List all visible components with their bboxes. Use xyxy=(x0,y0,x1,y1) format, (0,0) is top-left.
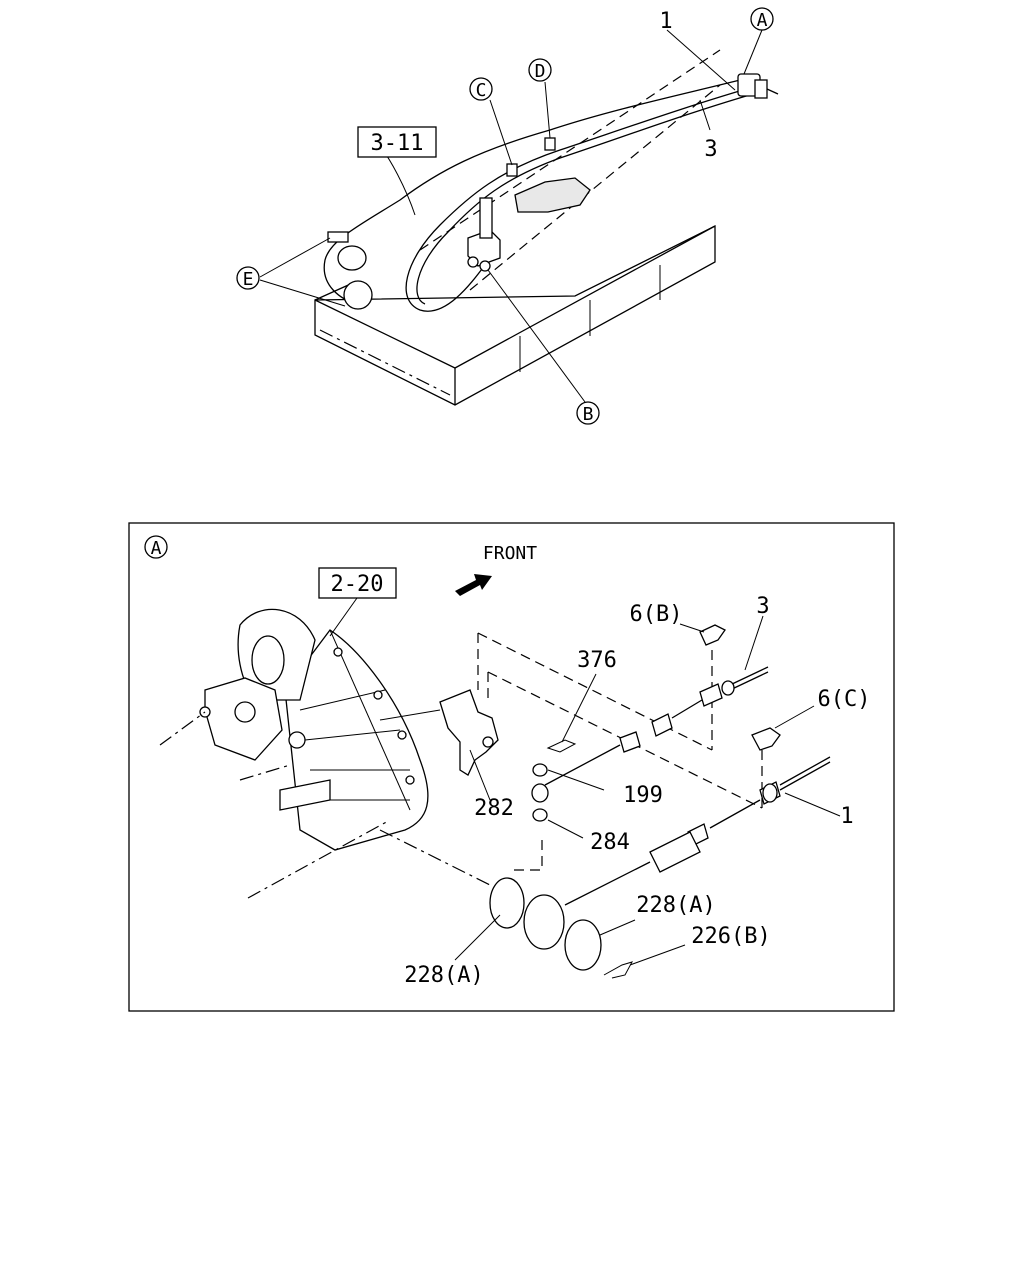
part-label-3: 3 xyxy=(756,594,769,619)
callout-d: D xyxy=(528,58,552,82)
front-label: FRONT xyxy=(483,543,537,564)
bushing-199 xyxy=(531,783,549,803)
part-label-6b: 6(B) xyxy=(630,602,683,627)
part-label-1: 1 xyxy=(840,804,853,829)
part-label-284: 284 xyxy=(590,830,630,855)
section-callout-label: A xyxy=(151,538,162,559)
callout-a-top: A xyxy=(750,7,774,31)
section-callout-a: A xyxy=(144,535,168,559)
part-label-1-top: 1 xyxy=(659,9,672,34)
cushion-center xyxy=(523,894,565,950)
part-label-282: 282 xyxy=(474,796,514,821)
callout-c: C xyxy=(469,77,493,101)
frame-rail xyxy=(314,49,721,406)
leader-lines-detail xyxy=(454,615,841,966)
part-label-376: 376 xyxy=(577,648,617,673)
cushion-228a-left xyxy=(489,877,525,929)
clip-c xyxy=(506,163,518,177)
bracket-b xyxy=(467,177,591,272)
part-label-228a-left: 228(A) xyxy=(404,963,483,988)
ref-box-2-20: 2-20 xyxy=(318,567,397,637)
ref-box-label: 3-11 xyxy=(371,131,424,156)
callout-a-label: A xyxy=(757,10,768,31)
cable-3 xyxy=(544,666,769,786)
clip-6c xyxy=(751,727,781,751)
leader-lines-top xyxy=(259,29,763,403)
pin-226b xyxy=(603,961,634,979)
front-arrow-icon xyxy=(455,574,492,596)
callout-b-label: B xyxy=(583,404,594,425)
part-labels-detail: 6(B) 3 376 6(C) 199 1 282 284 228(A) 226… xyxy=(404,594,870,988)
part-label-228a-right: 228(A) xyxy=(636,893,715,918)
rubber-cushions xyxy=(489,877,602,971)
clip-d xyxy=(544,137,556,151)
pin-376 xyxy=(546,739,577,753)
callout-e-label: E xyxy=(243,269,254,290)
part-label-6c: 6(C) xyxy=(818,687,871,712)
washer-199-a xyxy=(532,763,548,777)
callout-e: E xyxy=(236,266,260,290)
ref-box-3-11: 3-11 xyxy=(357,126,437,158)
bracket-e xyxy=(327,231,373,310)
ref-box-2-20-label: 2-20 xyxy=(331,572,384,597)
detail-frame xyxy=(128,522,895,1012)
callout-d-label: D xyxy=(535,61,546,82)
front-indicator: FRONT xyxy=(455,543,537,596)
washer-284 xyxy=(532,808,548,822)
cable-1 xyxy=(564,756,831,906)
washers xyxy=(531,763,549,822)
lever-bracket-282 xyxy=(439,689,499,776)
callout-c-label: C xyxy=(476,80,487,101)
callout-b: B xyxy=(576,401,600,425)
part-label-3-top: 3 xyxy=(704,137,717,162)
cushion-228a-right xyxy=(564,919,602,971)
clip-6b xyxy=(699,624,726,646)
part-label-226b: 226(B) xyxy=(691,924,770,949)
detail-view-a: A FRONT xyxy=(128,522,895,1012)
connector-a xyxy=(737,73,779,99)
bell-housing xyxy=(199,608,429,851)
top-view: 3-11 A C D E xyxy=(236,7,779,425)
part-label-199: 199 xyxy=(623,783,663,808)
